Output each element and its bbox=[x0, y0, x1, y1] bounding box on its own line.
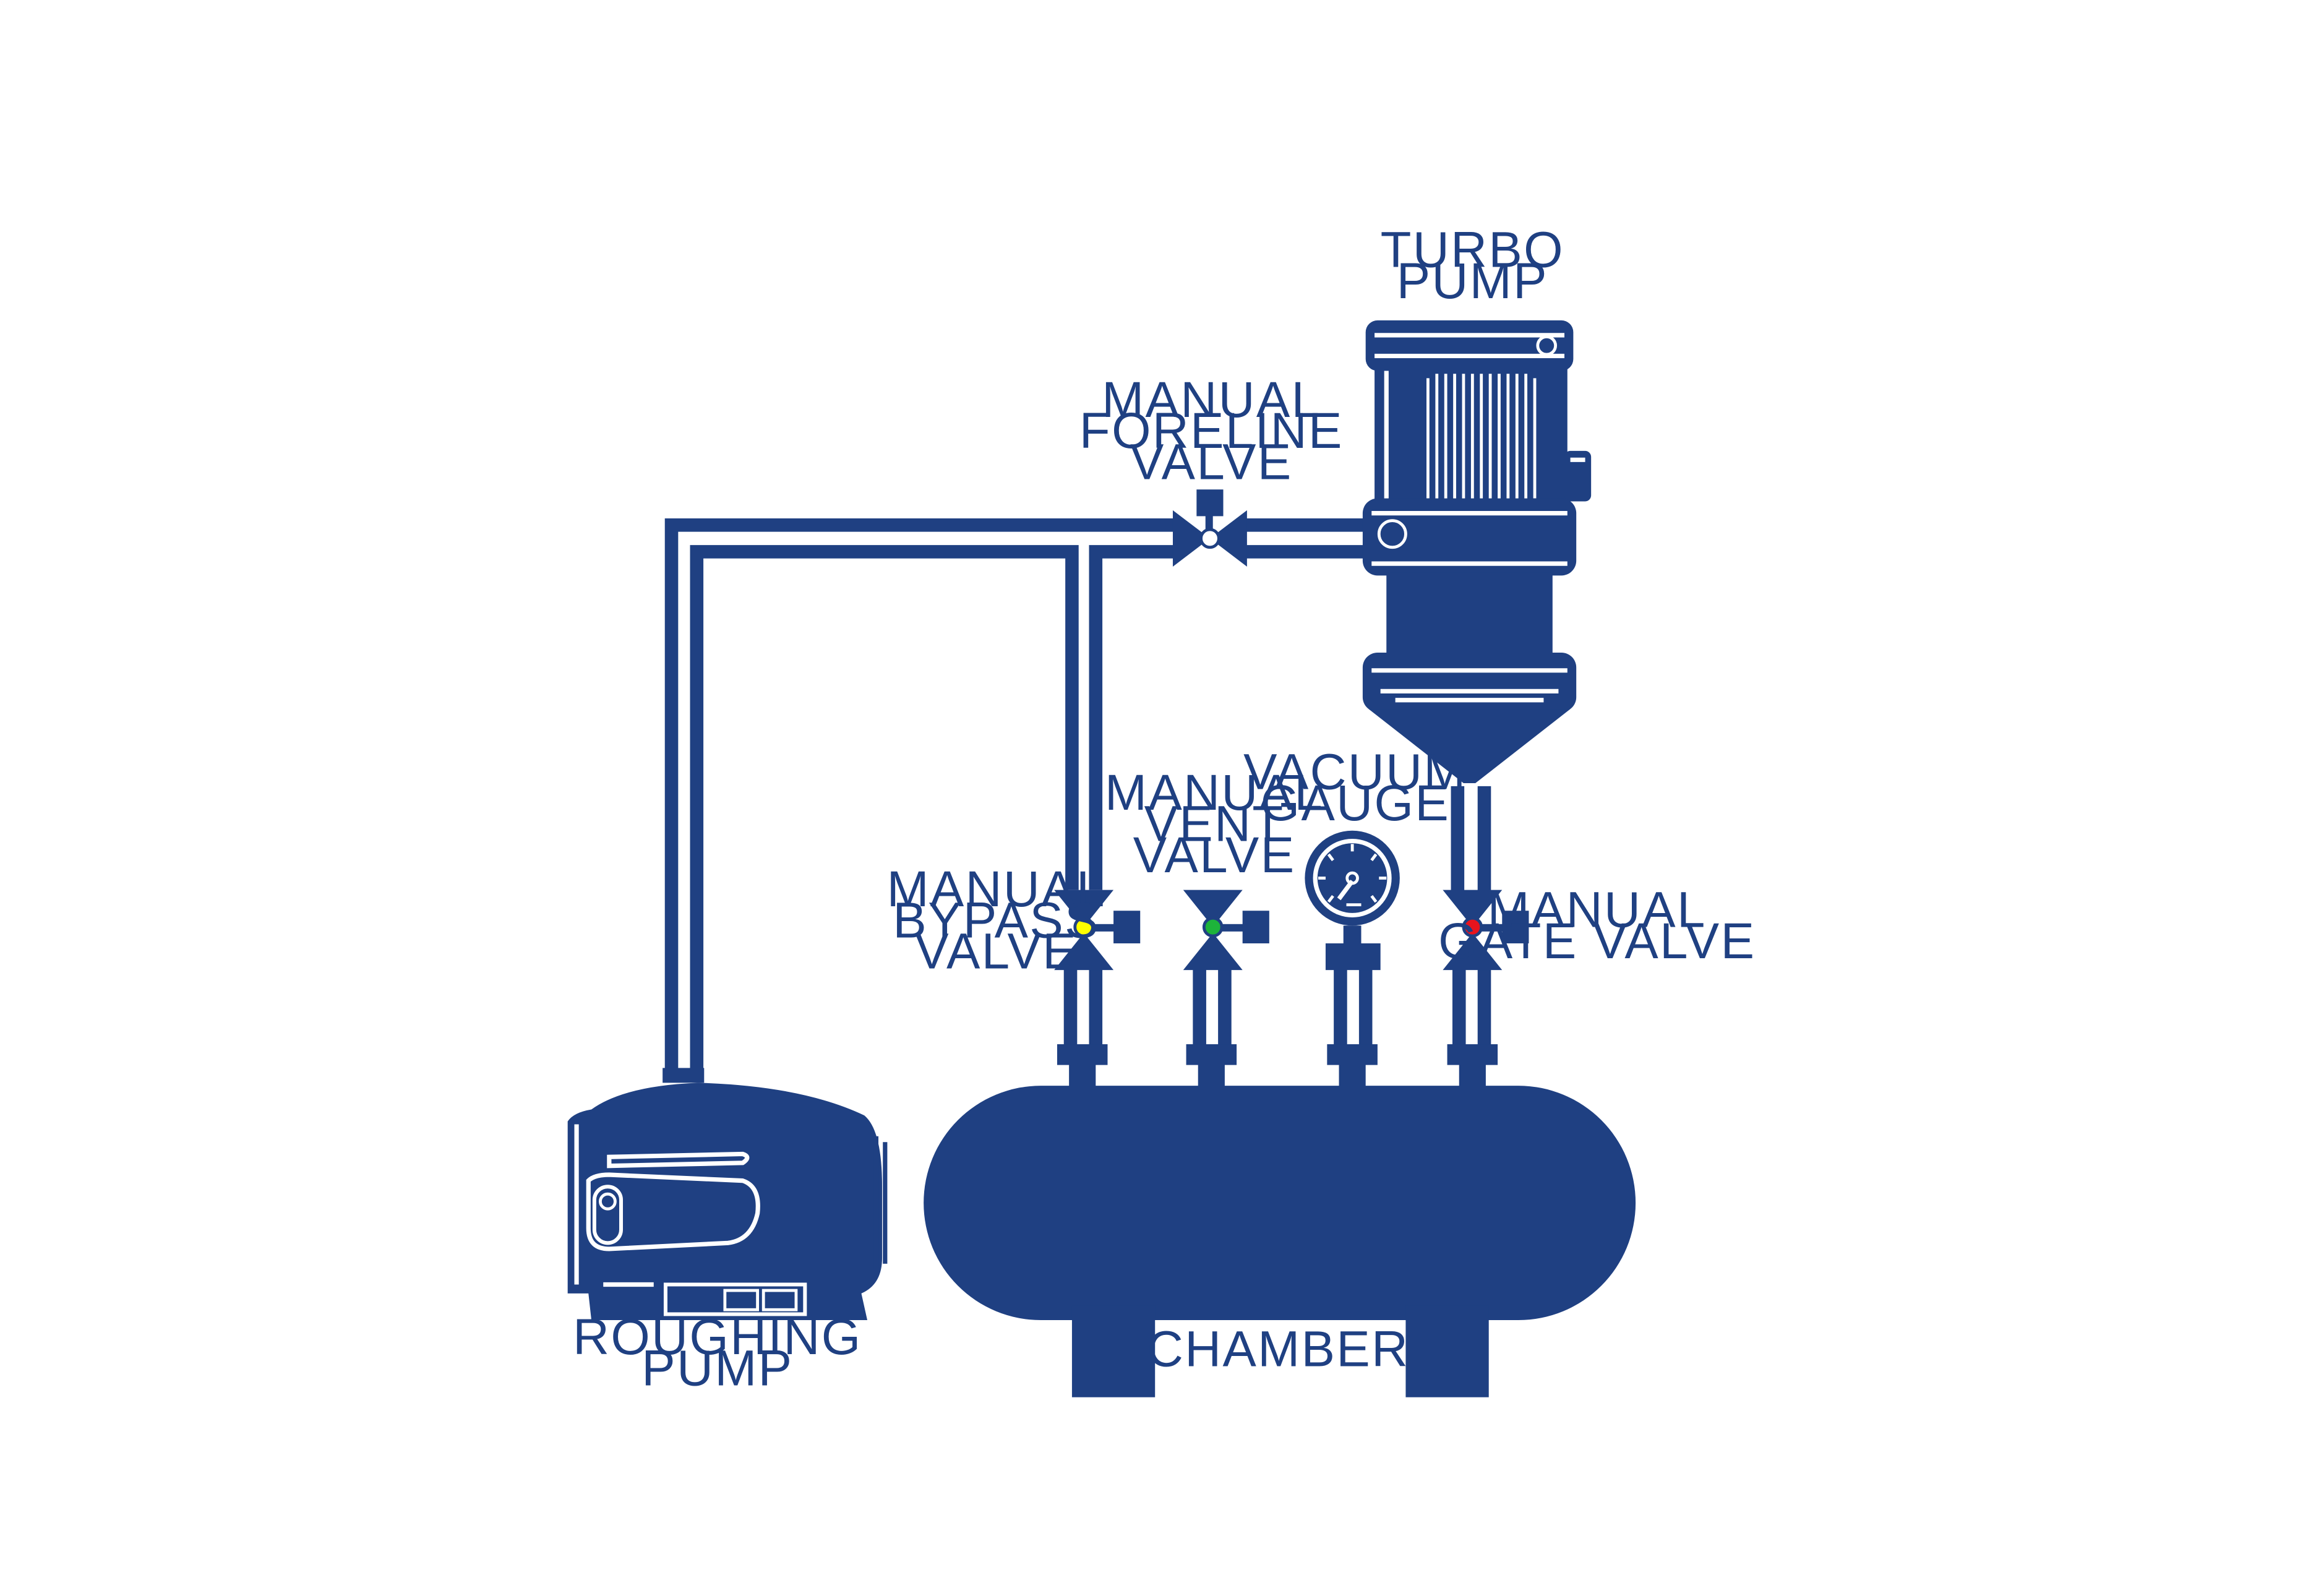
label-vent-line-2: VENT bbox=[1144, 796, 1285, 852]
roughing-pump-icon bbox=[567, 1068, 888, 1321]
pipe-gauge-chamber bbox=[1334, 967, 1373, 1047]
manual-bypass-valve[interactable] bbox=[1054, 890, 1141, 971]
bowtie-valve-icon bbox=[1443, 890, 1529, 971]
label-bypass-line-3: VALVE bbox=[915, 924, 1078, 980]
bowtie-valve-icon bbox=[1183, 890, 1269, 971]
label-roughing-line-2: PUMP bbox=[641, 1341, 793, 1397]
label-vent-line-1: MANUAL bbox=[1105, 765, 1324, 821]
manual-foreline-valve[interactable] bbox=[1172, 489, 1247, 567]
label-foreline-line-2: FORELINE bbox=[1079, 403, 1344, 459]
label-manual-foreline-valve: MANUAL FORELINE VALVE bbox=[1079, 372, 1344, 491]
label-vacuum-gauge: VACUUM GAUGE bbox=[1243, 744, 1467, 831]
pipe-roughing-outer bbox=[664, 518, 1182, 1071]
foreline-indicator bbox=[1199, 528, 1220, 549]
label-turbo-pump-line-2: PUMP bbox=[1397, 253, 1548, 309]
label-gate-line-2: GATE VALVE bbox=[1438, 913, 1756, 969]
manual-gate-valve[interactable] bbox=[1443, 890, 1529, 971]
label-gate-line-1: MANUAL bbox=[1488, 882, 1707, 938]
label-bypass-line-2: BYPASS bbox=[893, 892, 1100, 948]
label-foreline-line-3: VALVE bbox=[1130, 434, 1293, 490]
label-roughing-pump: ROUGHING PUMP bbox=[573, 1309, 862, 1397]
bypass-indicator bbox=[1073, 916, 1094, 938]
label-chamber-line-1: CHAMBER bbox=[1147, 1321, 1409, 1377]
pipe-vent-chamber bbox=[1193, 967, 1232, 1047]
manual-vent-valve[interactable] bbox=[1183, 890, 1269, 971]
label-turbo-pump: TURBO PUMP bbox=[1381, 222, 1564, 309]
label-manual-gate-valve: MANUAL GATE VALVE bbox=[1438, 882, 1756, 969]
pipe-network bbox=[664, 518, 1491, 1071]
bowtie-valve-icon bbox=[1054, 890, 1141, 971]
pipe-turbo-gate bbox=[1451, 786, 1491, 893]
label-manual-bypass-valve: MANUAL BYPASS VALVE bbox=[887, 861, 1106, 980]
vent-indicator bbox=[1202, 916, 1224, 938]
vacuum-chamber-icon bbox=[924, 1044, 1636, 1397]
label-vent-line-3: VALVE bbox=[1133, 827, 1296, 883]
pipe-foreline-turbo bbox=[1244, 518, 1369, 559]
label-chamber: CHAMBER bbox=[1147, 1321, 1409, 1377]
bowtie-valve-icon bbox=[1172, 489, 1247, 567]
label-turbo-pump-line-1: TURBO bbox=[1381, 222, 1564, 278]
pipe-gate-chamber bbox=[1452, 967, 1491, 1047]
pressure-gauge-icon bbox=[1305, 830, 1400, 971]
label-gauge-line-2: GAUGE bbox=[1261, 775, 1450, 831]
gate-indicator bbox=[1462, 916, 1483, 938]
label-manual-vent-valve: MANUAL VENT VALVE bbox=[1105, 765, 1324, 883]
label-roughing-line-1: ROUGHING bbox=[573, 1309, 862, 1365]
turbo-pump-icon bbox=[1362, 320, 1592, 784]
pipe-bypass-chamber bbox=[1063, 967, 1103, 1047]
label-gauge-line-1: VACUUM bbox=[1243, 744, 1467, 800]
pipe-roughing-inner bbox=[690, 545, 1182, 1071]
label-bypass-line-1: MANUAL bbox=[887, 861, 1106, 917]
label-foreline-line-1: MANUAL bbox=[1102, 372, 1321, 428]
